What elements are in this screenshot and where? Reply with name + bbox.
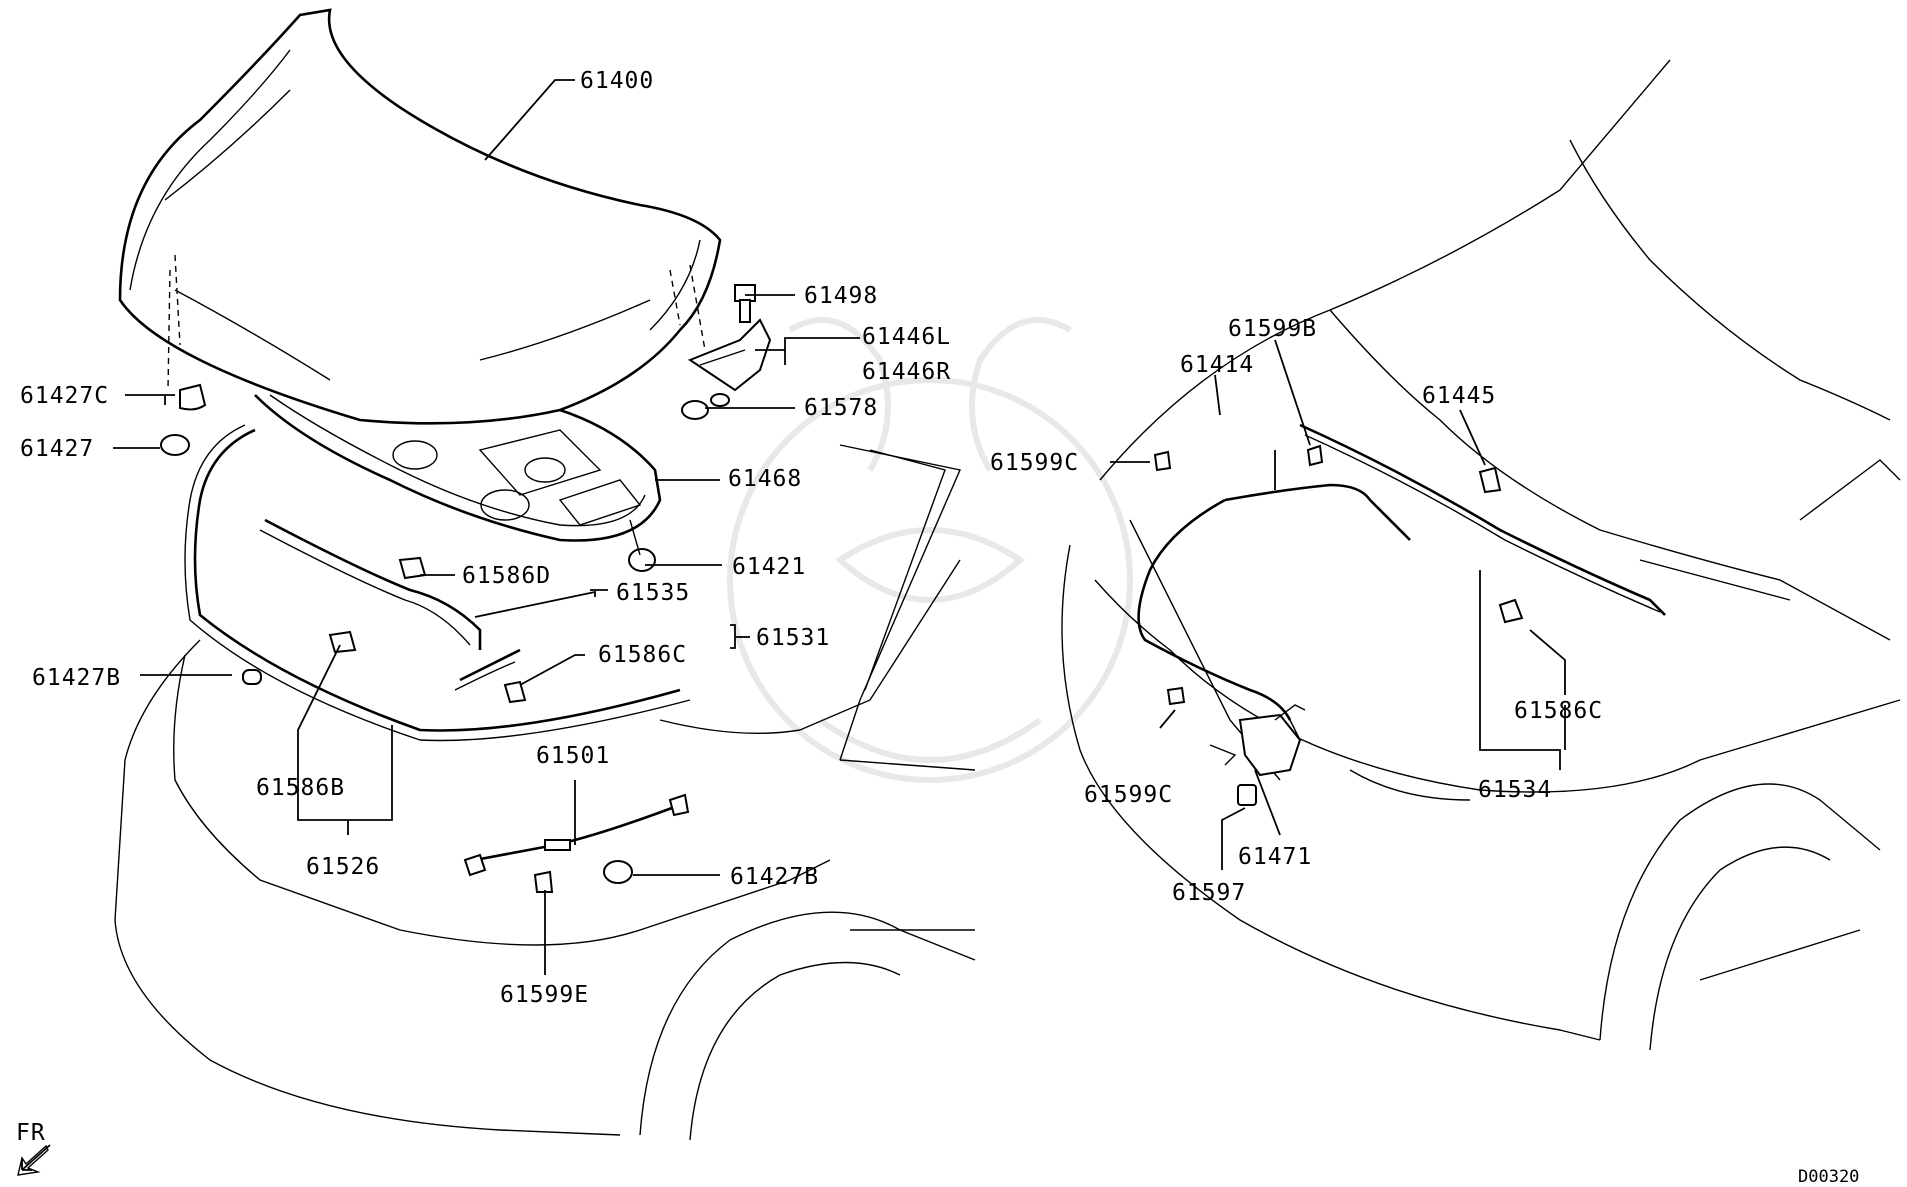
callout-61421: 61421 [732, 554, 806, 580]
callout-61498: 61498 [804, 283, 878, 309]
left-vehicle-body [114, 444, 976, 1141]
callout-61599b: 61599B [1228, 316, 1317, 342]
small-parts-left [160, 383, 656, 893]
callout-61586c-left: 61586C [598, 642, 687, 668]
weatherstrips-left [184, 424, 691, 742]
callout-61599c-top: 61599C [990, 450, 1079, 476]
part-callouts: 61400 61498 61446L 61446R 61578 61468 61… [20, 68, 1859, 1187]
callout-61597: 61597 [1172, 880, 1246, 906]
callout-61531: 61531 [756, 625, 830, 651]
hood-stay [463, 793, 690, 877]
weatherstrip-right [1299, 423, 1666, 616]
callout-61446r: 61446R [862, 359, 951, 385]
callout-61526: 61526 [306, 854, 380, 880]
callout-61427: 61427 [20, 436, 94, 462]
callout-61586b: 61586B [256, 775, 345, 801]
callout-61534: 61534 [1478, 777, 1552, 803]
callout-61414: 61414 [1180, 352, 1254, 378]
diagram-code: D00320 [1798, 1167, 1859, 1187]
callout-61586d: 61586D [462, 563, 551, 589]
right-vehicle-body [1061, 59, 1901, 1051]
callout-61468: 61468 [728, 466, 802, 492]
callout-61400: 61400 [580, 68, 654, 94]
fr-marker-label: FR [16, 1120, 46, 1146]
callout-61471: 61471 [1238, 844, 1312, 870]
latch-assembly [1153, 444, 1524, 806]
callout-61427c: 61427C [20, 383, 109, 409]
hinge-assembly [681, 284, 772, 420]
callout-61446l: 61446L [862, 324, 951, 350]
callout-61535: 61535 [616, 580, 690, 606]
callout-61578: 61578 [804, 395, 878, 421]
fr-direction-marker: FR [16, 1120, 51, 1176]
callout-61501: 61501 [536, 743, 610, 769]
hood-cable [1137, 483, 1411, 741]
right-leaders [1110, 339, 1566, 870]
callout-61599c-bottom: 61599C [1084, 782, 1173, 808]
callout-61599e: 61599E [500, 982, 589, 1008]
callout-61445: 61445 [1422, 383, 1496, 409]
left-leaders [113, 79, 860, 975]
callout-61427b-right: 61427B [730, 864, 819, 890]
hood-panel [118, 8, 722, 425]
callout-61586c-right: 61586C [1514, 698, 1603, 724]
callout-61427b-left: 61427B [32, 665, 121, 691]
hood-insulator [254, 394, 662, 542]
